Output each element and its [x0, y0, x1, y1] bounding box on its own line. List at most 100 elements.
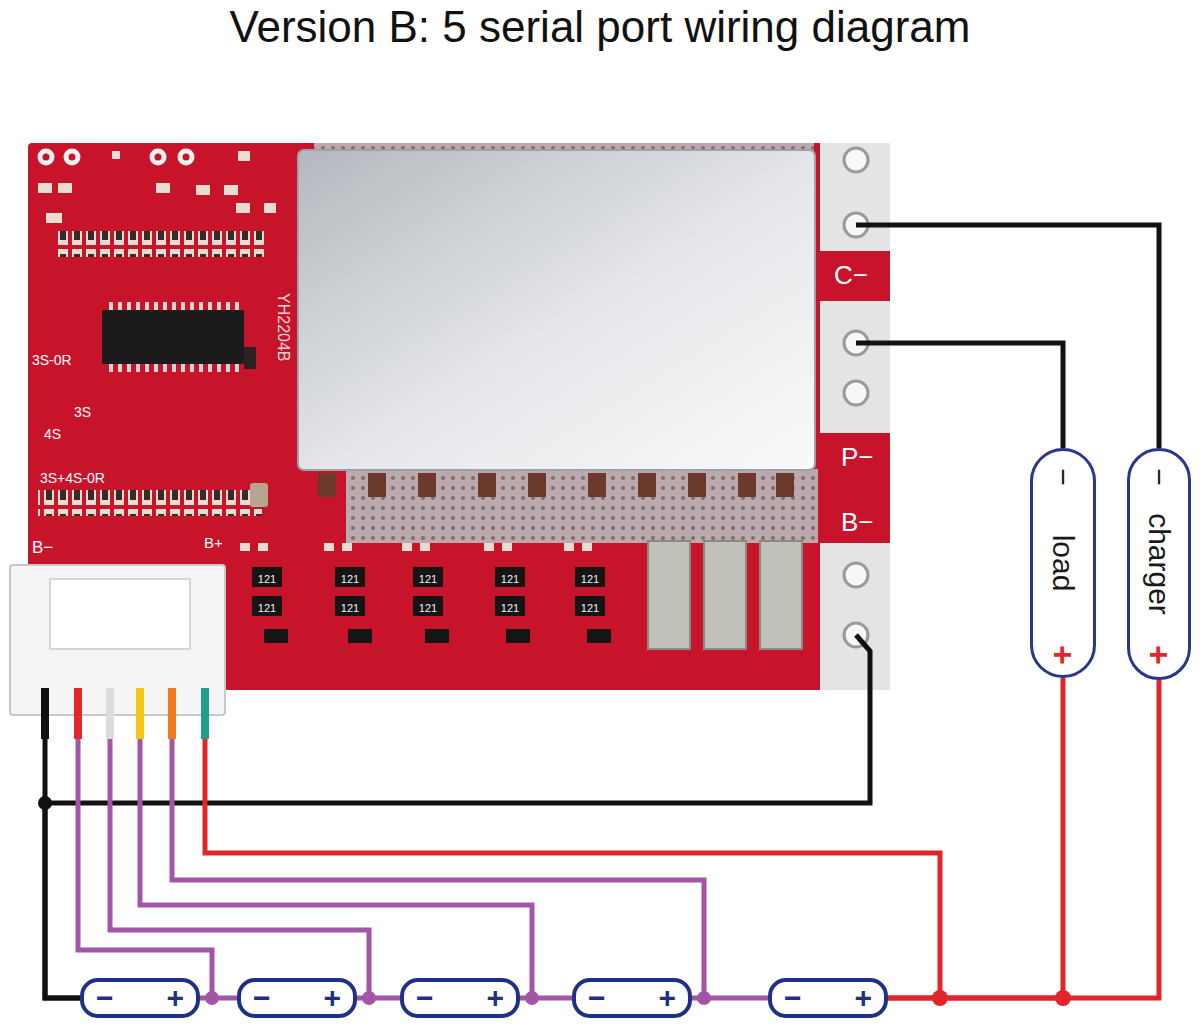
connector-latch [50, 579, 190, 649]
resistor-array [58, 231, 268, 257]
term-text-place: − [1159, 477, 1177, 511]
capacitor [244, 347, 256, 369]
label-place: 121 [335, 569, 365, 587]
silkscreen-label: B− [32, 538, 53, 557]
label-place: 121 [252, 569, 282, 587]
junction-dot [205, 991, 219, 1005]
resistor-row [38, 490, 262, 516]
polarity-mark: − [253, 983, 271, 1013]
label-place: 121 [413, 569, 443, 587]
silkscreen-label: 3S+4S-0R [40, 470, 105, 486]
resistor-code: 121 [501, 573, 519, 585]
wire [890, 225, 1159, 448]
junction-dot [362, 991, 376, 1005]
resistor-code: 121 [341, 573, 359, 585]
label-place: 121 [335, 598, 365, 616]
capacitor [250, 483, 268, 507]
wire [888, 678, 1063, 998]
mounting-pads [40, 151, 192, 163]
resistor-code: 121 [258, 602, 276, 614]
silkscreen-label: B+ [204, 534, 223, 551]
load-box: −load+ [1030, 448, 1096, 678]
resistor-code: 121 [581, 602, 599, 614]
term-text-place: charger [1159, 564, 1200, 598]
bms-board: C− P− B− B− B+ YH2204B 3S-0R 3S 4S 3S+4S-0R [28, 143, 890, 690]
resistor-code: 121 [581, 573, 599, 585]
label-place: 121 [413, 598, 443, 616]
silkscreen-label: 4S [44, 426, 61, 442]
charger-box: −charger + [1127, 448, 1191, 680]
balance-resistors [252, 567, 605, 616]
wire [172, 715, 704, 998]
junction-dot [1055, 990, 1071, 1006]
silkscreen-place: 3S-0R [32, 351, 72, 369]
junction-dot [932, 990, 948, 1006]
silkscreen-label: B− [841, 507, 874, 537]
wire [140, 715, 532, 998]
pcb [28, 143, 890, 690]
polarity-mark: − [1046, 468, 1080, 486]
battery-cell: −+ [237, 978, 357, 1018]
connector-wires [45, 688, 205, 739]
label-place: 121 [495, 569, 525, 587]
resistor-code: 121 [341, 602, 359, 614]
silkscreen-label: 3S-0R [32, 352, 72, 368]
polarity-mark: − [96, 983, 114, 1013]
resistor-code: 121 [501, 602, 519, 614]
term-text-place: + [1063, 655, 1083, 689]
silkscreen-place: 3S [74, 403, 91, 421]
balance-caps [240, 543, 592, 551]
polarity-mark: + [658, 983, 676, 1013]
silkscreen-place: P− [841, 442, 874, 472]
junction-dot [38, 796, 52, 810]
bms-board-illustration [28, 143, 890, 690]
label-place: 121 [575, 569, 605, 587]
battery-cell: −+ [400, 978, 520, 1018]
heatsink [298, 150, 815, 470]
battery-cell: −+ [80, 978, 200, 1018]
silkscreen-label: YH2204B [274, 293, 292, 362]
polarity-mark: + [1046, 645, 1080, 665]
silkscreen-place: B+ [204, 534, 223, 552]
battery-cell: −+ [768, 978, 888, 1018]
silkscreen-place: 3S+4S-0R [40, 469, 105, 487]
wire [45, 715, 80, 998]
junction-dot [697, 991, 711, 1005]
term-text-place: − [1063, 477, 1081, 511]
wire [888, 680, 1159, 998]
polarity-mark: + [166, 983, 184, 1013]
smd-parts [38, 151, 276, 223]
polarity-mark: + [323, 983, 341, 1013]
polarity-mark: + [486, 983, 504, 1013]
silkscreen-label: C− [834, 260, 868, 290]
device-name: charger [1142, 513, 1176, 615]
polarity-mark: + [854, 983, 872, 1013]
shunt-resistors [648, 541, 802, 649]
battery-cell: −+ [572, 978, 692, 1018]
term-text-place: + [1159, 655, 1179, 689]
wire [205, 715, 940, 998]
silkscreen-place: B− [32, 538, 53, 558]
via-field [346, 469, 818, 543]
wire [78, 715, 212, 998]
polarity-mark: + [1142, 645, 1176, 665]
label-place: 121 [252, 598, 282, 616]
ic-chip [102, 310, 244, 364]
silkscreen-place: YH2204B [292, 293, 361, 311]
silkscreen-label: P− [841, 442, 874, 472]
label-place: 121 [575, 598, 605, 616]
silkscreen-place: 4S [44, 425, 61, 443]
term-text-place: load [1063, 563, 1120, 597]
polarity-mark: − [416, 983, 434, 1013]
wire [110, 715, 369, 998]
junction-dot [525, 991, 539, 1005]
resistor-code: 121 [419, 602, 437, 614]
wire [890, 343, 1063, 448]
mosfet-tabs [318, 473, 794, 497]
title-text: Version B: 5 serial port wiring diagram [230, 2, 971, 51]
diagram-title: Version B: 5 serial port wiring diagram [0, 2, 1200, 52]
transistors [264, 629, 611, 643]
polarity-mark: − [588, 983, 606, 1013]
label-place: 121 [495, 598, 525, 616]
